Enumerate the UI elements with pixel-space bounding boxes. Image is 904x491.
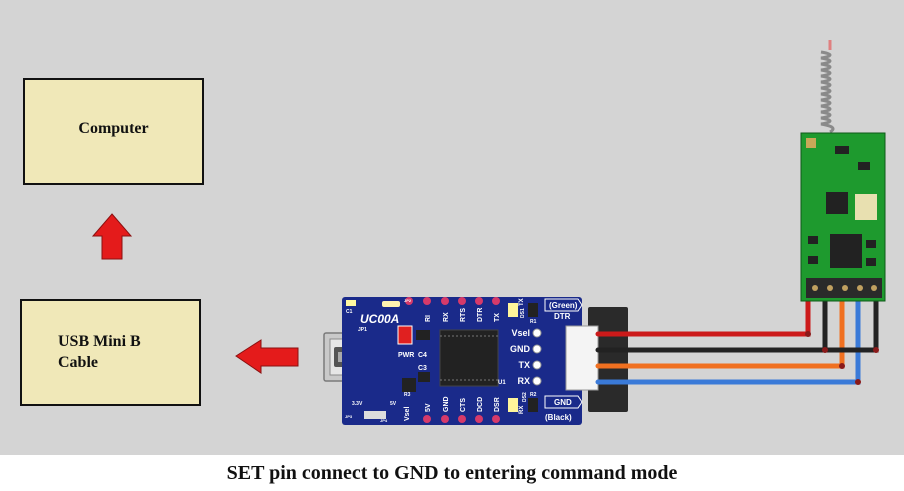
tx-small-label: TX: [519, 298, 525, 306]
header-top-dtr: DTR: [477, 308, 484, 322]
ds1-label: DS1: [520, 308, 526, 318]
vsel-small-label: Vsel: [404, 407, 411, 421]
header-top-tx: TX: [494, 313, 501, 322]
r3-label: R3: [404, 392, 411, 398]
c1-label: C1: [346, 309, 353, 315]
header-bottom-gnd: GND: [443, 396, 450, 412]
pin-tx: TX: [518, 360, 530, 370]
wires: [595, 295, 879, 385]
wire-black: [595, 295, 828, 353]
pin-vsel: Vsel: [511, 328, 530, 338]
uc00a-board: UC00A PWR C4 C3 C1 JP1 R3 R1 R2 U1 3.3V …: [342, 297, 583, 425]
usb-label-line1: USB Mini B: [58, 333, 141, 350]
r1-label: R1: [530, 319, 537, 325]
antenna-spring-icon: [820, 40, 835, 134]
board-name: UC00A: [360, 312, 399, 326]
dtr-tag: DTR: [554, 312, 571, 321]
wire-red: [595, 295, 811, 337]
up-arrow-icon: [91, 213, 133, 260]
usb-label-line2: Cable: [58, 354, 98, 371]
computer-label: Computer: [78, 119, 149, 137]
c3-label: C3: [418, 365, 427, 372]
rf-module: [800, 132, 886, 302]
u1-label: U1: [498, 380, 506, 386]
caption: SET pin connect to GND to entering comma…: [226, 462, 678, 484]
black-label: (Black): [545, 413, 572, 422]
v33-label: 3.3V: [352, 401, 363, 407]
computer-box: Computer: [23, 78, 204, 185]
green-label: (Green): [549, 301, 578, 310]
pin-gnd: GND: [510, 344, 531, 354]
wire-black-2: [822, 295, 879, 353]
header-bottom-5v: 5V: [425, 403, 432, 412]
wire-blue: [595, 295, 861, 385]
header-bottom-cts: CTS: [460, 398, 467, 412]
header-top-rx: RX: [443, 312, 450, 322]
gnd-tag: GND: [554, 398, 572, 407]
jp4-label: JP4: [380, 418, 388, 423]
jp3-label: JP3: [345, 414, 353, 419]
jp1-label: JP1: [358, 327, 367, 333]
v5-label: 5V: [390, 401, 397, 407]
diagram-svg: UC00A PWR C4 C3 C1 JP1 R3 R1 R2 U1 3.3V …: [91, 40, 886, 425]
header-top-rts: RTS: [460, 308, 467, 322]
rx-small-label: RX: [519, 406, 525, 414]
header-bottom-dcd: DCD: [477, 397, 484, 412]
ds2-label: DS2: [522, 392, 528, 402]
pwr-label: PWR: [398, 352, 414, 359]
left-arrow-icon: [235, 339, 299, 374]
r2-label: R2: [530, 392, 537, 398]
header-top-ri: RI: [425, 315, 432, 322]
c4-label: C4: [418, 352, 427, 359]
header-bottom-dsr: DSR: [494, 397, 501, 412]
jp2-label: JP2: [404, 298, 412, 303]
pin-rx: RX: [517, 376, 530, 386]
usb-cable-box: USB Mini B Cable: [20, 299, 201, 406]
